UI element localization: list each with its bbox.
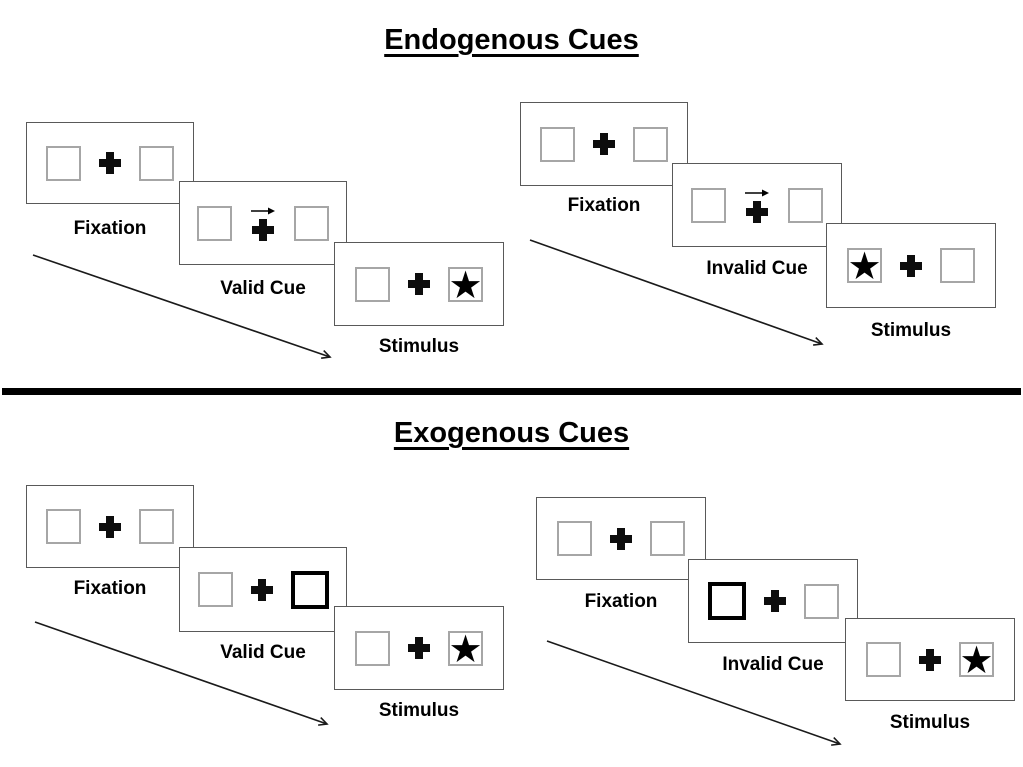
left-placeholder-box: [46, 509, 81, 544]
stimulus-screen: ★: [845, 618, 1015, 701]
cue-screen: [688, 559, 858, 643]
stimulus-screen: ★: [334, 242, 504, 326]
fixation-screen: [520, 102, 688, 186]
left-placeholder-box: [46, 145, 81, 181]
left-placeholder-box: [866, 642, 901, 677]
cue-screen: [672, 163, 842, 247]
stimulus-label: Stimulus: [870, 320, 952, 341]
cue-label: Invalid Cue: [722, 654, 824, 675]
fixation-cross-icon: [408, 637, 430, 659]
timeline-arrow-endogenous-invalid: [529, 239, 824, 346]
section-divider: [2, 388, 1021, 395]
fixation-label: Fixation: [73, 218, 147, 239]
fixation-cross-icon: [250, 578, 273, 601]
left-placeholder-box: [197, 572, 233, 607]
right-target-box: ★: [959, 638, 994, 682]
timeline-arrow-exogenous-valid: [34, 621, 329, 726]
right-placeholder-box: [803, 583, 839, 619]
left-placeholder-box: [540, 126, 575, 162]
timeline-arrow-endogenous-valid: [32, 254, 332, 359]
right-arrow-cue-icon: [251, 207, 275, 214]
fixation-cross-icon: [252, 218, 274, 241]
fixation-cross-icon: [408, 273, 430, 295]
right-target-box: ★: [448, 262, 483, 307]
star-icon: ★: [448, 262, 483, 307]
cue-label: Valid Cue: [220, 642, 306, 663]
right-placeholder-box: [650, 521, 685, 556]
cue-label: Invalid Cue: [706, 258, 808, 279]
left-placeholder-box: [197, 205, 232, 241]
right-arrow-cue-icon: [745, 189, 769, 196]
right-placeholder-box: [139, 509, 174, 544]
left-placeholder-box: [557, 521, 592, 556]
fixation-screen: [536, 497, 706, 580]
star-icon: ★: [847, 244, 882, 288]
left-placeholder-box: [355, 630, 390, 666]
fixation-cross-icon: [99, 515, 121, 538]
left-placeholder-box: [691, 187, 726, 223]
fixation-screen: [26, 485, 194, 568]
right-placeholder-box: [294, 205, 329, 241]
right-target-box: ★: [448, 626, 483, 671]
left-highlight-cue-box: [707, 582, 746, 620]
stimulus-label: Stimulus: [889, 712, 971, 733]
cue-screen: [179, 547, 347, 632]
fixation-label: Fixation: [584, 591, 658, 612]
fixation-cross-icon: [99, 152, 121, 174]
fixation-cross-icon: [763, 590, 786, 612]
right-highlight-cue-box: [290, 570, 329, 609]
stimulus-label: Stimulus: [378, 336, 460, 357]
fixation-cross-icon: [610, 527, 632, 550]
stimulus-screen: ★: [334, 606, 504, 690]
fixation-cross-icon: [746, 200, 768, 223]
exogenous-section-title: Exogenous Cues: [393, 417, 630, 449]
cue-screen: [179, 181, 347, 265]
left-target-box: ★: [847, 244, 882, 288]
endogenous-section-title: Endogenous Cues: [384, 24, 639, 56]
fixation-screen: [26, 122, 194, 204]
fixation-label: Fixation: [567, 195, 641, 216]
stimulus-label: Stimulus: [378, 700, 460, 721]
left-placeholder-box: [355, 266, 390, 302]
stimulus-screen: ★: [826, 223, 996, 308]
right-placeholder-box: [788, 187, 823, 223]
star-icon: ★: [959, 638, 994, 682]
star-icon: ★: [448, 626, 483, 671]
cue-label: Valid Cue: [220, 278, 306, 299]
fixation-cross-icon: [919, 648, 941, 671]
fixation-label: Fixation: [73, 578, 147, 599]
right-placeholder-box: [633, 126, 668, 162]
fixation-cross-icon: [593, 133, 615, 155]
fixation-cross-icon: [900, 254, 922, 277]
right-placeholder-box: [139, 145, 174, 181]
right-placeholder-box: [940, 248, 975, 283]
